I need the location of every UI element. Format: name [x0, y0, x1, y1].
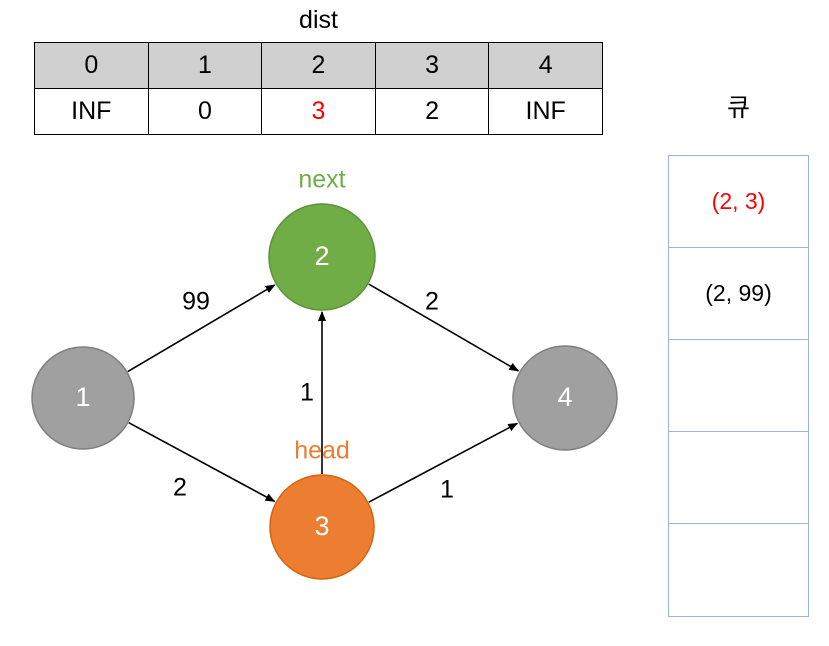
edge-weight-label: 1 — [300, 379, 314, 407]
queue-cell — [669, 524, 808, 616]
queue-cell: (2, 99) — [669, 248, 808, 340]
node-circle[interactable] — [269, 474, 375, 580]
node-label: 2 — [314, 241, 329, 271]
graph-node-3[interactable]: 3 — [269, 474, 375, 580]
dist-header-cell: 0 — [34, 42, 149, 89]
edge-2-to-4 — [368, 283, 520, 372]
graph-node-1[interactable]: 1 — [31, 346, 135, 450]
edge-3-to-4 — [368, 422, 519, 503]
node-circle[interactable] — [512, 345, 618, 451]
dist-header-cell: 3 — [374, 42, 490, 89]
dist-header-cell: 1 — [147, 42, 263, 89]
graph-node-4[interactable]: 4 — [512, 345, 618, 451]
queue-cell: (2, 3) — [669, 156, 808, 248]
node-circle[interactable] — [31, 346, 135, 450]
graph-pointer-markers: next head — [294, 166, 350, 465]
dist-table: 0 1 2 3 4 INF 0 3 2 INF — [34, 42, 603, 135]
head-pointer-label: head — [294, 437, 350, 465]
queue-title: 큐 — [726, 94, 750, 122]
dist-value-cell: INF — [34, 88, 149, 135]
graph-nodes: 1 2 3 4 — [31, 203, 618, 580]
dist-value-cell: 0 — [147, 88, 263, 135]
dist-header-cell: 4 — [488, 42, 603, 89]
edge-weight-label: 1 — [440, 476, 454, 504]
queue-cell — [669, 432, 808, 524]
graph-edge-weights: 99 2 1 2 1 — [173, 288, 454, 504]
edge-weight-label: 2 — [173, 474, 187, 502]
dist-header-row: 0 1 2 3 4 — [34, 42, 603, 89]
node-label: 3 — [314, 511, 329, 541]
dist-value-cell: 2 — [374, 88, 490, 135]
edge-1-to-2 — [127, 284, 276, 373]
edge-weight-label: 99 — [182, 288, 210, 316]
queue-box: (2, 3) (2, 99) — [668, 155, 809, 617]
edge-weight-label: 2 — [425, 288, 439, 316]
queue-cell — [669, 340, 808, 432]
dist-value-cell: INF — [488, 88, 603, 135]
graph-edges — [127, 283, 520, 503]
graph-node-2[interactable]: 2 — [268, 203, 376, 311]
node-circle[interactable] — [268, 203, 376, 311]
edge-1-to-3 — [128, 421, 276, 503]
dist-value-cell-highlighted: 3 — [261, 88, 376, 135]
dist-value-row: INF 0 3 2 INF — [34, 88, 603, 135]
node-label: 4 — [557, 382, 572, 412]
node-label: 1 — [75, 382, 90, 412]
next-pointer-label: next — [298, 166, 345, 194]
dist-table-title: dist — [299, 6, 338, 34]
